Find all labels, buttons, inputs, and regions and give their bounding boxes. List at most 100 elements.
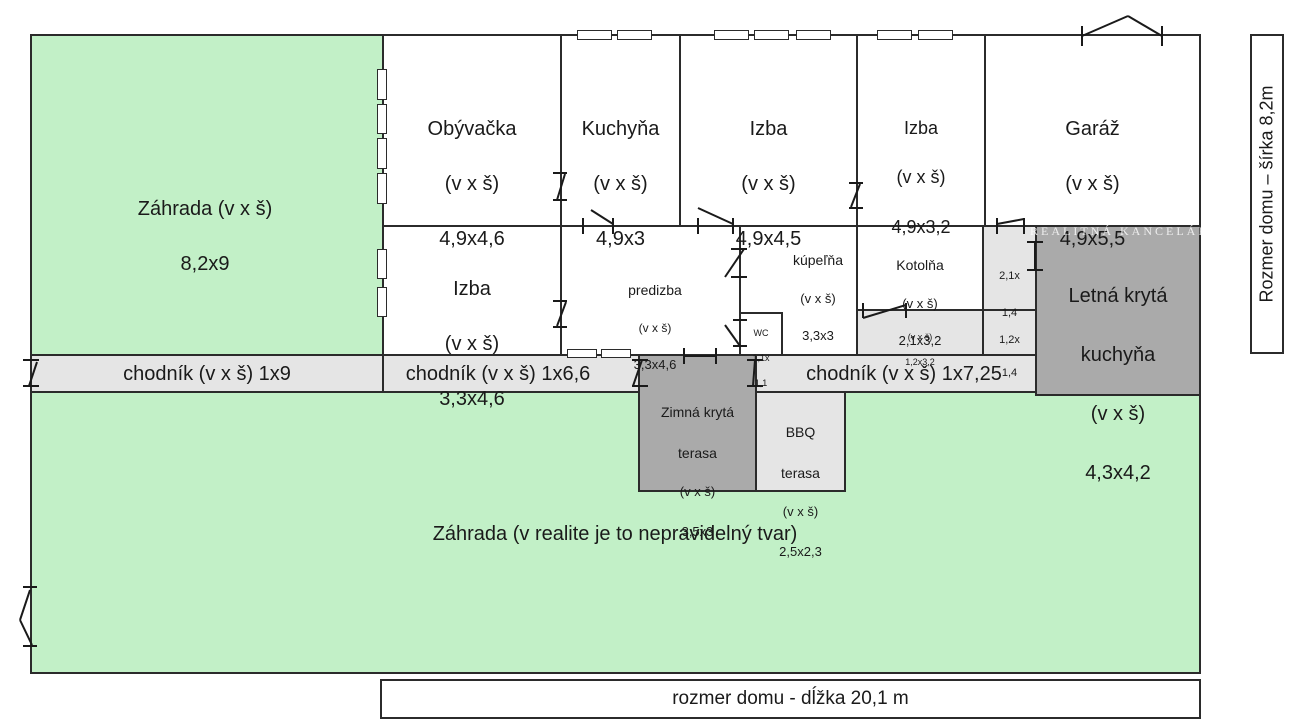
- house-width-label: Rozmer domu – šírka 8,2m: [1250, 34, 1284, 354]
- hallway-name: predizba: [628, 282, 682, 299]
- bbq-terrace-label: BBQ terasa (v x š) 2,5x2,3: [755, 402, 846, 582]
- small-room-2-line2: 1,4: [1001, 366, 1018, 379]
- living-room-vs: (v x š): [444, 172, 500, 195]
- garage-vs: (v x š): [1065, 172, 1120, 195]
- garden-top-area: [30, 34, 384, 356]
- garden-top-dims: 8,2x9: [180, 252, 230, 275]
- boiler-small-dims: 1,2x3,2: [905, 356, 935, 367]
- winter-terrace-label: Zimná krytá terasa (v x š) 3,5x3: [638, 382, 757, 562]
- garden-top-label: Záhrada (v x š) 8,2x9: [80, 168, 330, 306]
- summer-kitchen-vs: (v x š): [1090, 402, 1146, 425]
- bathroom-label: kúpeľňa (v x š) 3,3x3: [778, 232, 858, 364]
- garden-bottom-area: [30, 391, 1201, 674]
- hallway-vs: (v x š): [638, 320, 672, 335]
- summer-kitchen-name-1: Letná krytá: [1068, 285, 1168, 308]
- winter-terrace-dims: 3,5x3: [681, 523, 714, 539]
- path-3-label: chodník (v x š) 1x7,25: [806, 363, 1002, 385]
- summer-kitchen-label: Letná krytá kuchyňa (v x š) 4,3x4,2: [1035, 253, 1201, 518]
- kitchen-label: Kuchyňa (v x š) 4,9x3: [560, 88, 681, 281]
- boiler-room-dims: 2,1x3,2: [898, 333, 942, 349]
- small-room-1-label: 2,1x 1,4: [982, 248, 1037, 341]
- hallway: [560, 225, 741, 356]
- hallway-dims: 3,3x4,6: [633, 356, 677, 372]
- path-1: [30, 354, 384, 393]
- house-width-text: Rozmer domu – šírka 8,2m: [1256, 85, 1277, 303]
- room-1-label: Izba (v x š) 4,9x4,5: [679, 88, 858, 281]
- small-room-1-line1: 2,1x: [999, 269, 1020, 282]
- boiler-room-label: Kotolňa (v x š) 2,1x3,2: [856, 237, 984, 369]
- living-room-label: Obývačka (v x š) 4,9x4,6: [382, 88, 562, 281]
- room-3: [382, 225, 562, 356]
- room-3-dims: 3,3x4,6: [439, 387, 505, 410]
- room-2-label: Izba (v x š) 4,9x3,2: [856, 91, 986, 265]
- watermark: REALITNÁ KANCELÁRIA: [1030, 224, 1228, 238]
- garage-label: Garáž (v x š) 4,9x5,5: [984, 88, 1201, 281]
- house-length-text: rozmer domu - dĺžka 20,1 m: [672, 688, 909, 709]
- bbq-terrace: [755, 391, 846, 492]
- garage-dims: 4,9x5,5: [1059, 227, 1126, 250]
- room-3-vs: (v x š): [444, 332, 500, 355]
- living-room-dims: 4,9x4,6: [439, 227, 505, 250]
- winter-terrace-name-1: Zimná krytá: [660, 404, 735, 421]
- hallway-label: predizba (v x š) 3,3x4,6: [595, 262, 715, 393]
- path-2-label: chodník (v x š) 1x6,6: [405, 363, 591, 385]
- boiler-small-vs: (v x š): [907, 331, 933, 342]
- bbq-terrace-name-1: BBQ: [785, 424, 816, 441]
- wc-name: WC: [753, 327, 769, 338]
- summer-kitchen-name-2: kuchyňa: [1080, 344, 1156, 367]
- small-room-1-line2: 1,4: [1001, 307, 1018, 320]
- window-icon: [714, 30, 749, 40]
- wc-dims-2: 1,1: [754, 377, 768, 388]
- bathroom-name: kúpeľňa: [792, 252, 843, 269]
- boiler-room-name: Kotolňa: [896, 257, 944, 274]
- window-icon: [601, 349, 631, 358]
- window-icon: [377, 69, 387, 100]
- window-icon: [377, 138, 387, 169]
- garage: [984, 34, 1201, 227]
- summer-kitchen: [1035, 225, 1201, 396]
- winter-terrace: [638, 354, 757, 492]
- boiler-room-vs: (v x š): [902, 295, 938, 311]
- window-icon: [617, 30, 652, 40]
- room-1-dims: 4,9x4,5: [735, 227, 802, 250]
- winter-terrace-vs: (v x š): [679, 484, 716, 500]
- garden-bottom-label: Záhrada (v realite je to nepravidelný tv…: [432, 523, 798, 545]
- path-1-label: chodník (v x š) 1x9: [123, 363, 291, 385]
- bbq-terrace-name-2: terasa: [781, 464, 820, 481]
- window-icon: [754, 30, 789, 40]
- room-1: [679, 34, 858, 227]
- window-icon: [877, 30, 912, 40]
- boiler-room: [856, 225, 984, 311]
- small-room-2-line1: 1,2x: [999, 333, 1020, 346]
- kitchen-name: Kuchyňa: [581, 117, 660, 140]
- wc-label: WC 1,1x 1,1: [741, 314, 781, 402]
- living-room-name: Obývačka: [427, 117, 517, 140]
- bathroom-vs: (v x š): [800, 290, 836, 306]
- bbq-terrace-dims: 2,5x2,3: [779, 543, 822, 559]
- boiler-small-label: (v x š) 1,2x3,2: [870, 318, 970, 381]
- winter-terrace-name-2: terasa: [678, 444, 717, 461]
- house-length-label: rozmer domu - dĺžka 20,1 m: [380, 679, 1201, 719]
- garden-top-name: Záhrada (v x š): [137, 197, 273, 220]
- bathroom-dims: 3,3x3: [802, 328, 834, 344]
- room-1-vs: (v x š): [741, 172, 796, 195]
- window-icon: [918, 30, 953, 40]
- room-3-name: Izba: [453, 277, 491, 300]
- small-room-2-label: 1,2x 1,4: [982, 315, 1037, 398]
- window-icon: [377, 249, 387, 279]
- window-icon: [577, 30, 612, 40]
- window-icon: [796, 30, 831, 40]
- kitchen-vs: (v x š): [593, 172, 648, 195]
- bbq-terrace-vs: (v x š): [782, 504, 819, 520]
- kitchen-dims: 4,9x3: [596, 227, 645, 250]
- window-icon: [377, 287, 387, 317]
- room-3-label: Izba (v x š) 3,3x4,6: [382, 248, 562, 441]
- room-2-name: Izba: [903, 117, 939, 138]
- room-2-vs: (v x š): [896, 167, 946, 188]
- path-3: [753, 354, 1037, 393]
- garage-name: Garáž: [1065, 117, 1120, 140]
- summer-kitchen-dims: 4,3x4,2: [1085, 461, 1151, 484]
- wc-dims-1: 1,1x: [752, 352, 770, 363]
- room-2-dims: 4,9x3,2: [891, 217, 951, 238]
- window-icon: [377, 104, 387, 134]
